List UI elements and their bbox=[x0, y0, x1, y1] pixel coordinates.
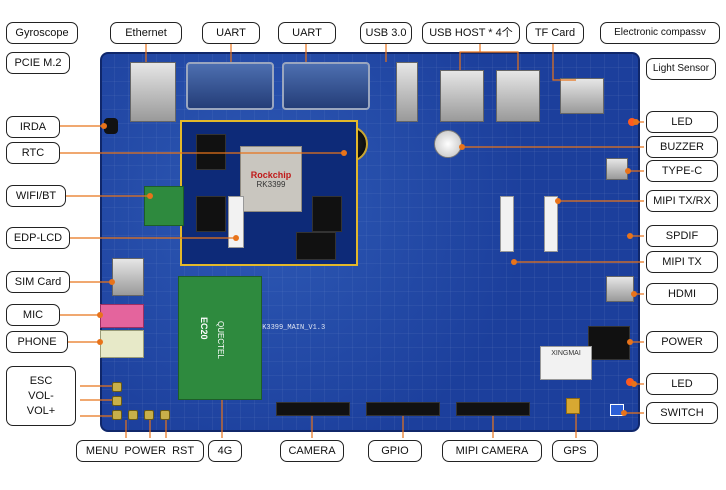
label-gyroscope: Gyroscope bbox=[6, 22, 78, 44]
mipi-camera-header bbox=[456, 402, 530, 416]
label-vol-plus: VOL+ bbox=[26, 404, 56, 417]
label-led-top: LED bbox=[646, 111, 718, 133]
label-esc-vol: ESC VOL- VOL+ bbox=[6, 366, 76, 426]
label-usb-host: USB HOST * 4个 bbox=[422, 22, 520, 44]
label-type-c: TYPE-C bbox=[646, 160, 718, 182]
label-light-sensor: Light Sensor bbox=[646, 58, 716, 80]
board-name-silkscreen: RK3399_MAIN_V1.3 bbox=[258, 324, 326, 332]
power-button bbox=[144, 410, 154, 420]
mipi-tx-connector bbox=[500, 196, 514, 252]
label-mipi-tx: MIPI TX bbox=[646, 251, 718, 273]
label-pcie: PCIE M.2 bbox=[6, 52, 70, 74]
label-uart-1: UART bbox=[202, 22, 260, 44]
label-irda: IRDA bbox=[6, 116, 60, 138]
irda-receiver bbox=[104, 118, 118, 134]
label-gpio: GPIO bbox=[368, 440, 422, 462]
label-wifi-bt: WIFI/BT bbox=[6, 185, 66, 207]
label-menu-power-rst: MENU POWER RST bbox=[76, 440, 204, 462]
usb-host-port-1 bbox=[440, 70, 484, 122]
label-phone: PHONE bbox=[6, 331, 68, 353]
4g-module: QUECTEL EC20 bbox=[178, 276, 262, 400]
soc-model: RK3399 bbox=[256, 179, 286, 189]
gps-antenna-connector bbox=[566, 398, 580, 414]
vol-plus-button bbox=[112, 410, 122, 420]
edp-connector bbox=[228, 196, 244, 248]
led-bottom-component bbox=[626, 378, 634, 386]
uart-port-2 bbox=[282, 62, 370, 110]
label-mic: MIC bbox=[6, 304, 60, 326]
label-4g: 4G bbox=[208, 440, 242, 462]
power-jack bbox=[588, 326, 630, 360]
label-hdmi: HDMI bbox=[646, 283, 718, 305]
label-compass: Electronic compassv bbox=[600, 22, 720, 44]
label-uart-2: UART bbox=[278, 22, 336, 44]
ram-chip-2 bbox=[196, 196, 226, 232]
soc-brand: Rockchip bbox=[250, 169, 292, 180]
switch-component bbox=[610, 404, 624, 416]
rst-button bbox=[160, 410, 170, 420]
label-gps: GPS bbox=[552, 440, 598, 462]
label-camera: CAMERA bbox=[280, 440, 344, 462]
gps-module-brand: XINGMAI bbox=[551, 350, 581, 357]
label-vol-minus: VOL- bbox=[28, 389, 54, 402]
wifi-bt-module bbox=[144, 186, 184, 226]
label-mipi-camera: MIPI CAMERA bbox=[442, 440, 542, 462]
led-top-component bbox=[628, 118, 636, 126]
label-esc: ESC bbox=[29, 374, 53, 387]
ram-chip-1 bbox=[196, 134, 226, 170]
label-led-bottom: LED bbox=[646, 373, 718, 395]
mipi-tx-rx-connector bbox=[544, 196, 558, 252]
label-ethernet: Ethernet bbox=[110, 22, 182, 44]
phone-jack bbox=[100, 330, 144, 358]
ram-chip-3 bbox=[312, 196, 342, 232]
label-power: POWER bbox=[646, 331, 718, 353]
esc-button bbox=[112, 382, 122, 392]
buzzer bbox=[434, 130, 462, 158]
gpio-header bbox=[366, 402, 440, 416]
soc-chip: Rockchip RK3399 bbox=[240, 146, 302, 212]
mic-jack bbox=[100, 304, 144, 328]
ethernet-port bbox=[130, 62, 176, 122]
label-usb3: USB 3.0 bbox=[360, 22, 412, 44]
label-mipi-tx-rx: MIPI TX/RX bbox=[646, 190, 718, 212]
label-tf-card: TF Card bbox=[526, 22, 584, 44]
emmc-chip bbox=[296, 232, 336, 260]
label-sim-card: SIM Card bbox=[6, 271, 70, 293]
sim-card-slot bbox=[112, 258, 144, 296]
uart-port-1 bbox=[186, 62, 274, 110]
label-buzzer: BUZZER bbox=[646, 136, 718, 158]
usb-host-port-2 bbox=[496, 70, 540, 122]
camera-header bbox=[276, 402, 350, 416]
label-spdif: SPDIF bbox=[646, 225, 718, 247]
hdmi-port bbox=[606, 276, 634, 302]
vol-minus-button bbox=[112, 396, 122, 406]
label-switch: SWITCH bbox=[646, 402, 718, 424]
menu-button bbox=[128, 410, 138, 420]
gps-module: XINGMAI bbox=[540, 346, 592, 380]
tf-card-slot bbox=[560, 78, 604, 114]
usb3-port bbox=[396, 62, 418, 122]
label-rtc: RTC bbox=[6, 142, 60, 164]
label-edp-lcd: EDP-LCD bbox=[6, 227, 70, 249]
